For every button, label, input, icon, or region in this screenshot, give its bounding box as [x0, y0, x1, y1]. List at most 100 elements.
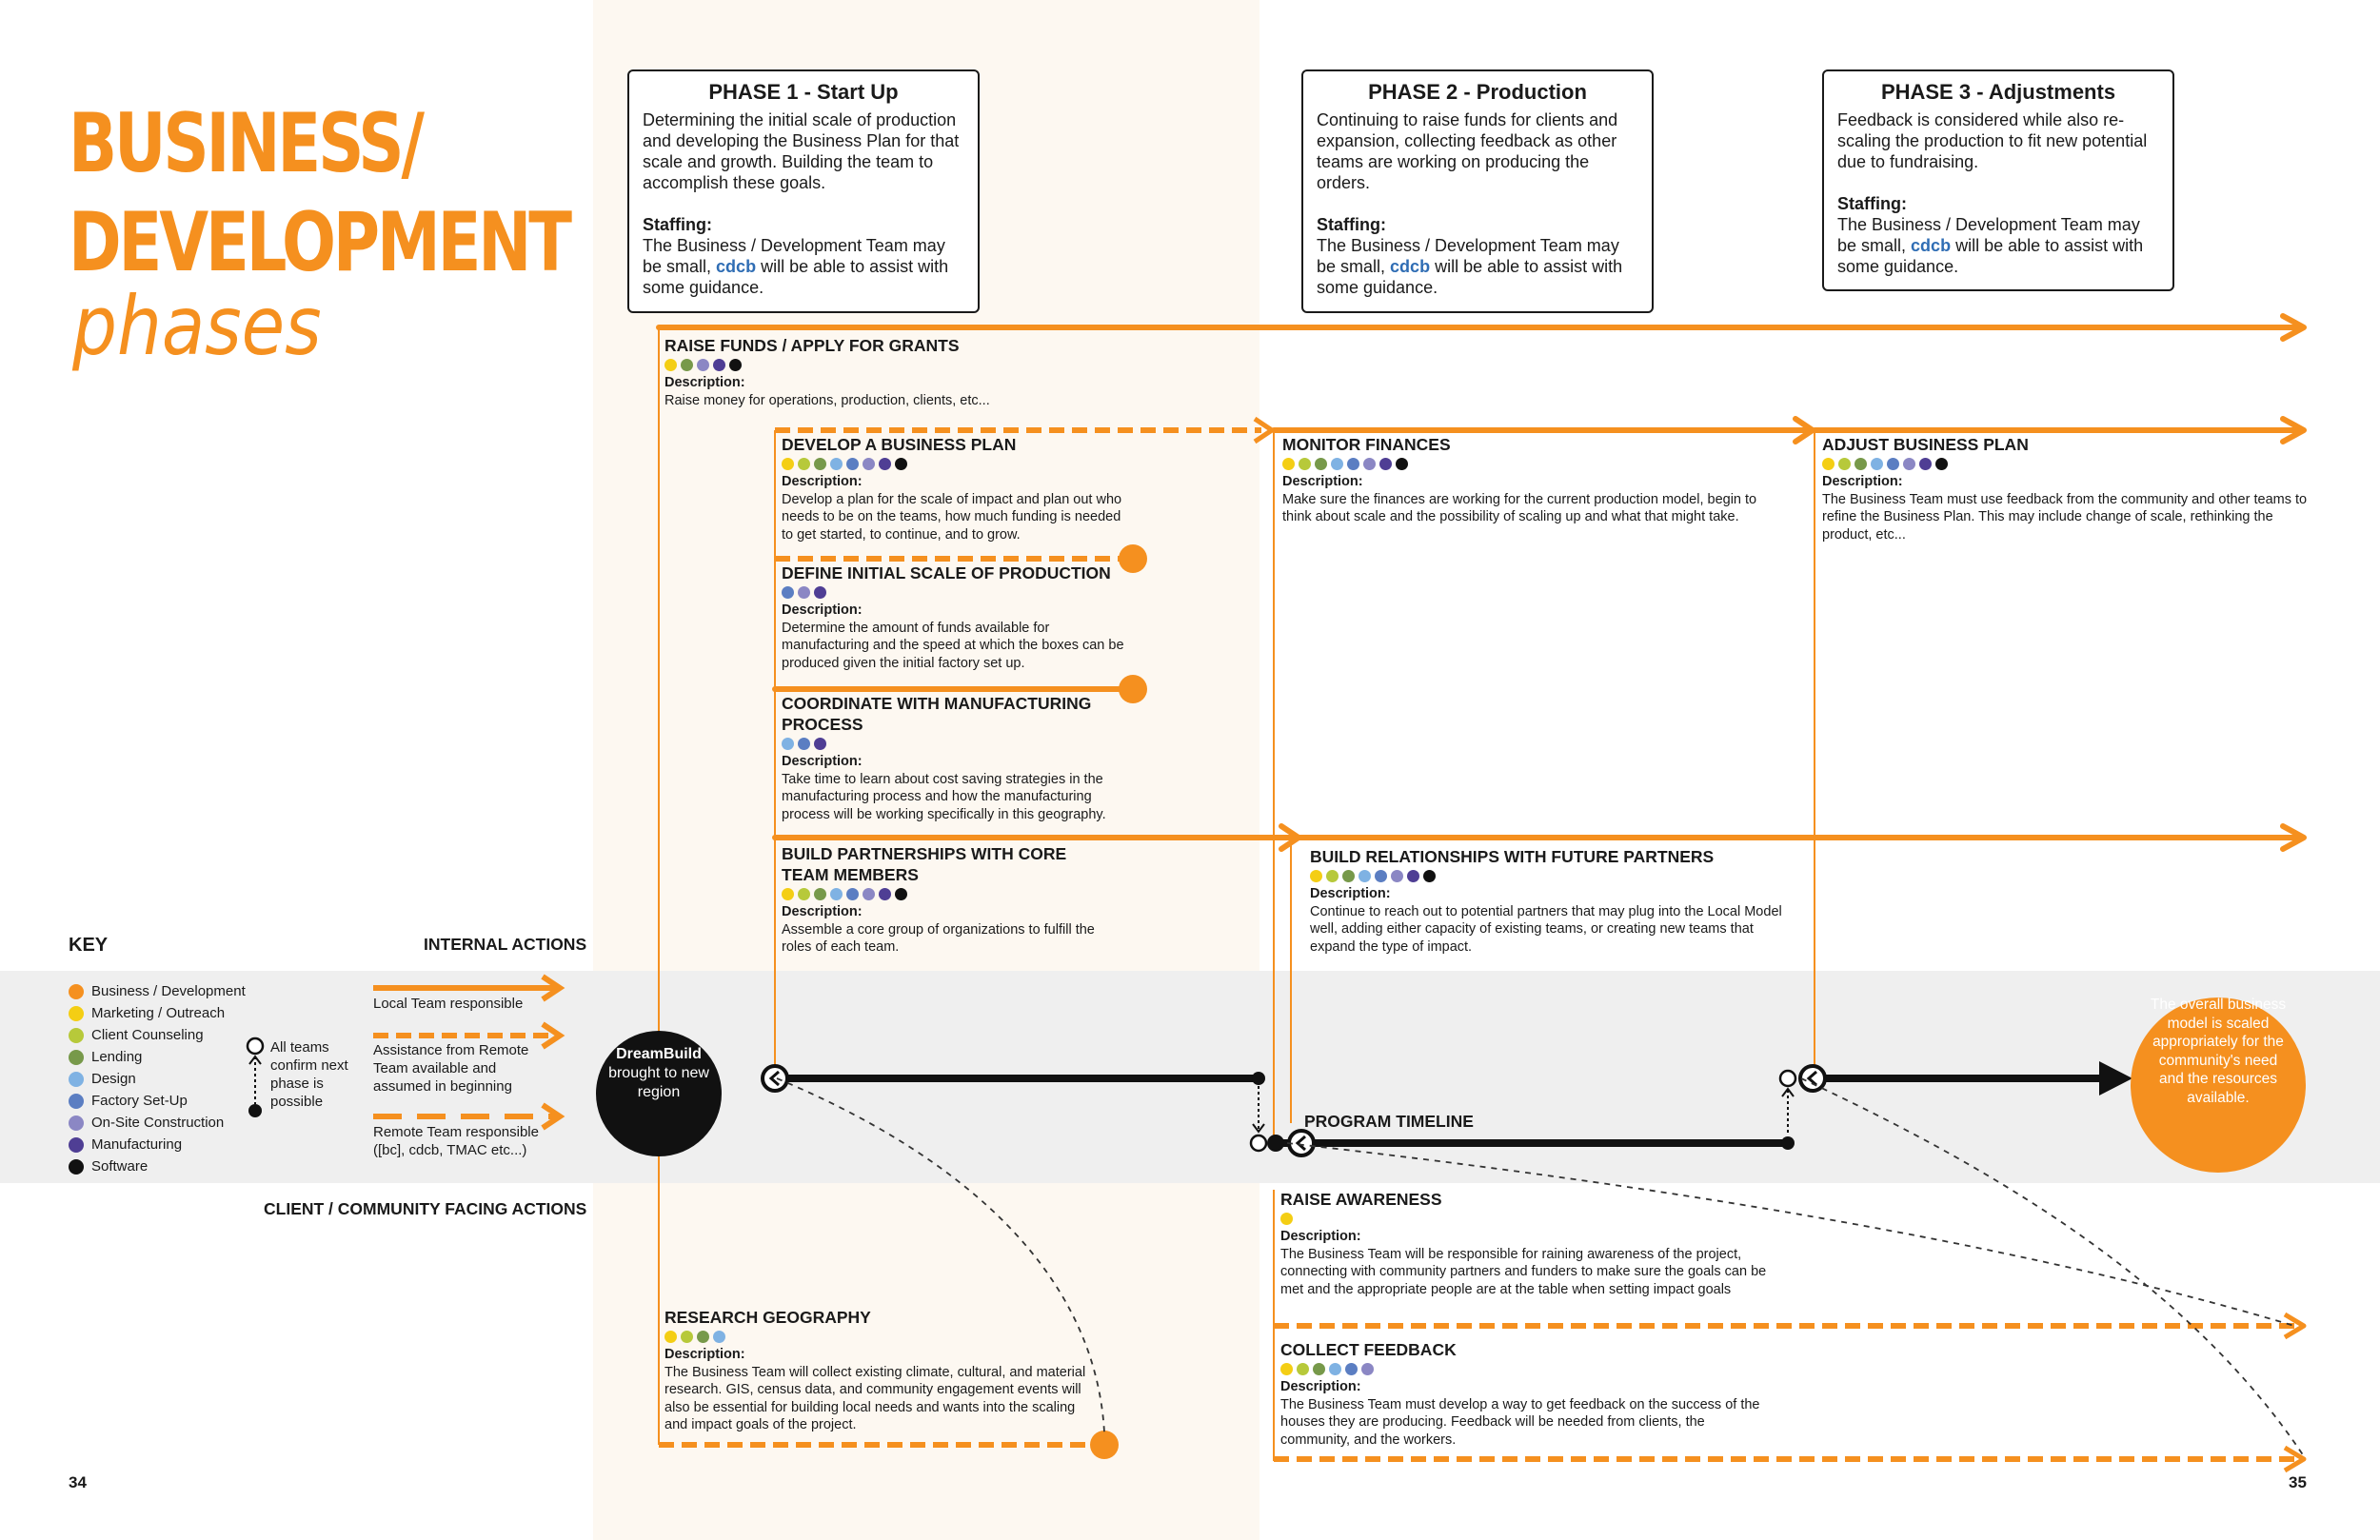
key-dot [69, 1115, 84, 1131]
key-item: Software [69, 1155, 246, 1177]
team-dot [1838, 458, 1851, 470]
team-dots [1280, 1363, 1775, 1375]
team-dot [713, 359, 725, 371]
key-label: On-Site Construction [91, 1115, 225, 1131]
key-item: Business / Development [69, 980, 246, 1002]
team-dot [1379, 458, 1392, 470]
task-develop-plan: DEVELOP A BUSINESS PLAN Description: Dev… [782, 434, 1134, 543]
team-dot [879, 458, 891, 470]
team-dots [1822, 458, 2317, 470]
key-label: Design [91, 1071, 136, 1087]
key-label: Factory Set-Up [91, 1093, 188, 1109]
team-dot [1299, 458, 1311, 470]
team-dot [1282, 458, 1295, 470]
client-facing-label: CLIENT / COMMUNITY FACING ACTIONS [264, 1199, 587, 1218]
team-dots [1282, 458, 1777, 470]
team-dot [713, 1331, 725, 1343]
team-dot [846, 888, 859, 900]
team-dot [1363, 458, 1376, 470]
legend-local: Local Team responsible [373, 996, 524, 1012]
key-item: Factory Set-Up [69, 1090, 246, 1112]
cdcb-link: cdcb [1390, 257, 1431, 276]
key-item: Lending [69, 1046, 246, 1068]
key-label: Business / Development [91, 983, 246, 999]
page-number-right: 35 [2289, 1473, 2307, 1491]
phase1-box: PHASE 1 - Start Up Determining the initi… [627, 69, 980, 313]
team-dot [1361, 1363, 1374, 1375]
team-dots [1310, 870, 1786, 882]
title-line2: DEVELOPMENT [69, 195, 572, 290]
team-dots [782, 888, 1124, 900]
task-raise-awareness: RAISE AWARENESS Description: The Busines… [1280, 1189, 1775, 1298]
team-dots [782, 586, 1134, 599]
team-dot [863, 458, 875, 470]
team-dot [1347, 458, 1359, 470]
key-label: Marketing / Outreach [91, 1005, 226, 1021]
key-dot [69, 1158, 84, 1175]
phase3-title: PHASE 3 - Adjustments [1880, 80, 2116, 104]
program-timeline-label: PROGRAM TIMELINE [1304, 1112, 1474, 1131]
final-outcome-text: The overall business model is scaled app… [2150, 997, 2287, 1106]
team-dot [1326, 870, 1339, 882]
team-dot [664, 1331, 677, 1343]
team-dot [895, 458, 907, 470]
task-raise-funds: RAISE FUNDS / APPLY FOR GRANTS Descripti… [664, 335, 1140, 409]
task-research-geography: RESEARCH GEOGRAPHY Description: The Busi… [664, 1307, 1093, 1434]
team-dot [1871, 458, 1883, 470]
team-dot [697, 359, 709, 371]
team-dot [1391, 870, 1403, 882]
team-dot [1280, 1213, 1293, 1225]
confirm-legend: All teams confirm next phase is possible [270, 1039, 348, 1110]
team-dot [830, 458, 843, 470]
team-dot [1313, 1363, 1325, 1375]
team-dot [1423, 870, 1436, 882]
team-dot [664, 359, 677, 371]
team-dot [814, 458, 826, 470]
team-dot [1903, 458, 1915, 470]
task-collect-feedback: COLLECT FEEDBACK Description: The Busine… [1280, 1339, 1775, 1449]
legend-remote-assist: Assistance from Remote Team available an… [373, 1042, 529, 1095]
team-dot [814, 586, 826, 599]
key-label: Manufacturing [91, 1136, 183, 1153]
team-dot [1822, 458, 1835, 470]
key-label: Lending [91, 1049, 143, 1065]
dreambuild-start: DreamBuild brought to new region [608, 1046, 709, 1100]
team-dot [1359, 870, 1371, 882]
team-dot [863, 888, 875, 900]
key-dot [69, 1027, 84, 1043]
team-dot [814, 888, 826, 900]
team-dot [1407, 870, 1419, 882]
phase2-box: PHASE 2 - Production Continuing to raise… [1301, 69, 1654, 313]
phase3-box: PHASE 3 - Adjustments Feedback is consid… [1822, 69, 2174, 291]
team-dot [1935, 458, 1948, 470]
key-item: Client Counseling [69, 1024, 246, 1046]
key-dot [69, 983, 84, 999]
team-dot [895, 888, 907, 900]
team-dot [1854, 458, 1867, 470]
key-title: KEY [69, 935, 109, 956]
phase2-title: PHASE 2 - Production [1368, 80, 1587, 104]
team-dots [1280, 1213, 1775, 1225]
phase1-staffing-label: Staffing: [643, 215, 712, 234]
key-item: Design [69, 1068, 246, 1090]
team-dot [879, 888, 891, 900]
phase2-staffing-label: Staffing: [1317, 215, 1386, 234]
team-dot [798, 458, 810, 470]
team-dot [782, 888, 794, 900]
key-item: Marketing / Outreach [69, 1002, 246, 1024]
key-dot [69, 1136, 84, 1153]
team-dot [782, 458, 794, 470]
team-dots [664, 359, 1140, 371]
team-dot [1329, 1363, 1341, 1375]
team-dot [798, 738, 810, 750]
team-dot [1396, 458, 1408, 470]
team-dot [830, 888, 843, 900]
internal-actions-label: INTERNAL ACTIONS [424, 935, 587, 954]
phase3-staffing-label: Staffing: [1837, 194, 1907, 213]
team-dot [1297, 1363, 1309, 1375]
team-dot [798, 888, 810, 900]
page-number-left: 34 [69, 1473, 87, 1491]
team-dot [1342, 870, 1355, 882]
team-dot [1280, 1363, 1293, 1375]
